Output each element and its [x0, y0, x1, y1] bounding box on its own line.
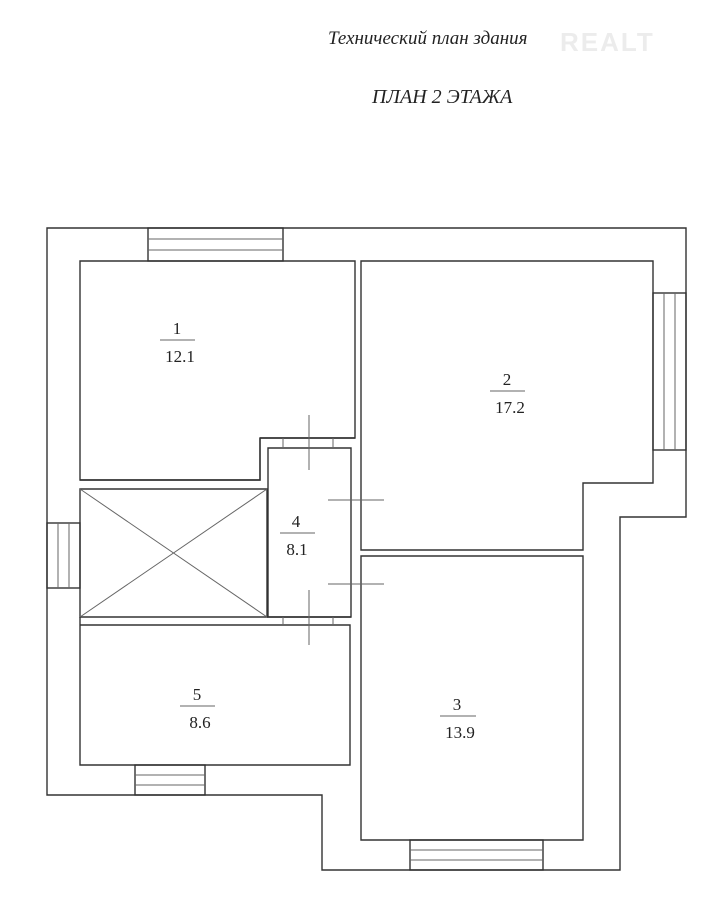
- window-bottom-left: [134, 764, 206, 796]
- room-label-4: 48.1: [280, 512, 315, 559]
- window-bottom: [409, 839, 544, 871]
- room-3-outline: [360, 555, 584, 841]
- window-right: [652, 292, 687, 451]
- plan-subtitle: Технический план здания: [328, 28, 528, 49]
- plan-title: ПЛАН 2 ЭТАЖА: [372, 86, 513, 108]
- outer-wall: [46, 227, 687, 871]
- watermark-logo: REALT: [560, 27, 655, 57]
- svg-text:13.9: 13.9: [445, 723, 475, 742]
- stairwell-cross: [79, 488, 268, 618]
- window-top: [147, 227, 284, 262]
- svg-text:8.1: 8.1: [286, 540, 307, 559]
- svg-text:2: 2: [503, 370, 512, 389]
- room-label-1: 112.1: [160, 319, 195, 366]
- svg-text:8.6: 8.6: [189, 713, 210, 732]
- room-1-outline: [79, 260, 356, 481]
- room-5-outline: [79, 616, 351, 766]
- svg-text:4: 4: [292, 512, 301, 531]
- room-label-5: 58.6: [180, 685, 215, 732]
- room-label-3: 313.9: [440, 695, 476, 742]
- window-left: [46, 522, 81, 589]
- room-2-outline: [360, 260, 654, 551]
- room-label-2: 217.2: [490, 370, 525, 417]
- svg-text:3: 3: [453, 695, 462, 714]
- svg-text:17.2: 17.2: [495, 398, 525, 417]
- svg-text:1: 1: [173, 319, 182, 338]
- svg-text:12.1: 12.1: [165, 347, 195, 366]
- door-marks: [282, 415, 384, 645]
- svg-text:5: 5: [193, 685, 202, 704]
- room-4-wall: [80, 437, 355, 481]
